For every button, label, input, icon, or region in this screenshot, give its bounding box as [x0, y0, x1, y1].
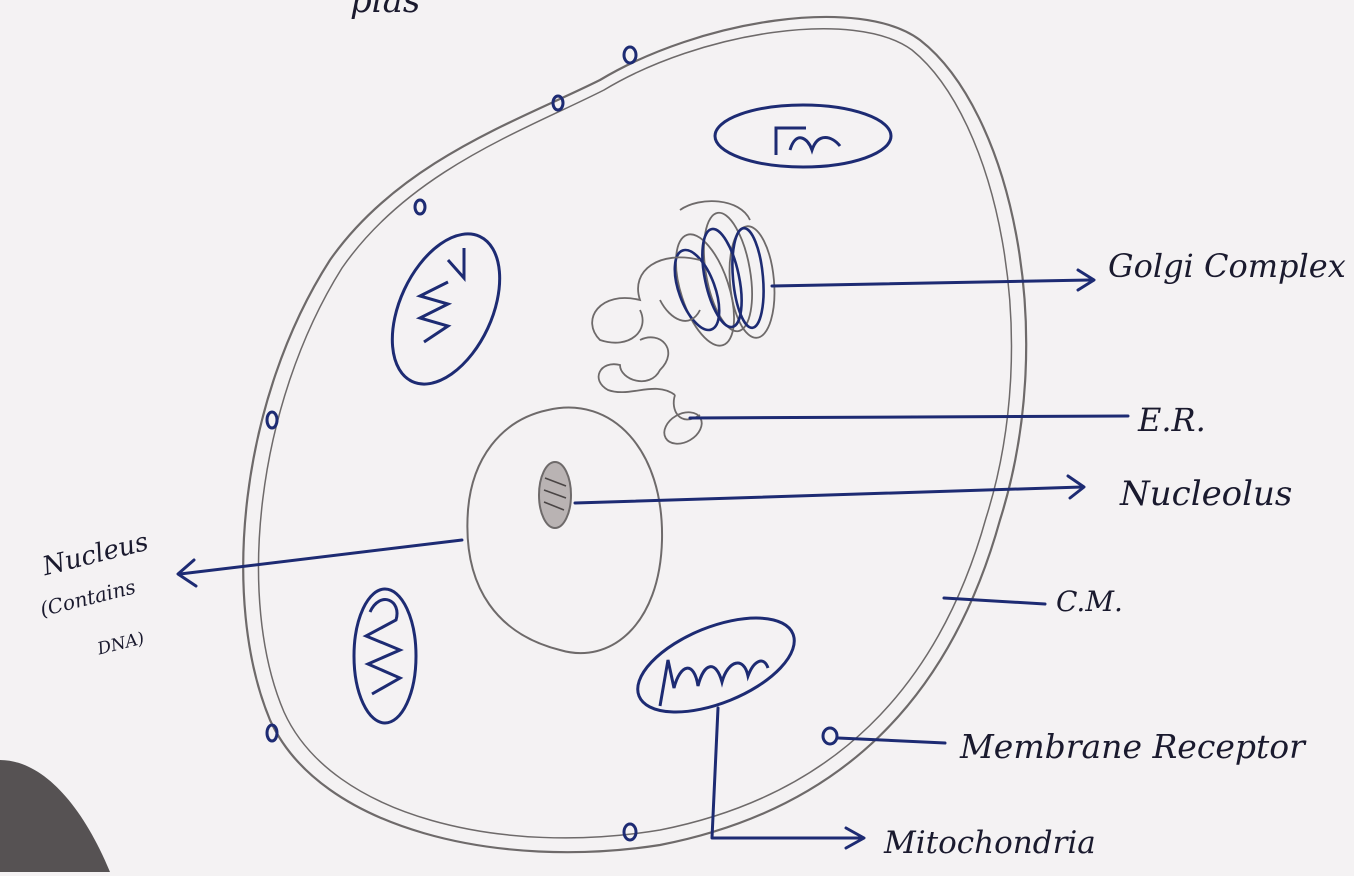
nucleolus [539, 462, 571, 528]
receptor-icon [267, 412, 277, 428]
golgi-leader [772, 280, 1090, 286]
top-fragment-label: plas [350, 0, 420, 18]
er-leader [690, 416, 1128, 418]
mitochondrion-left [371, 217, 522, 401]
receptor-icon [415, 200, 425, 214]
mitochondrion-top-right [715, 105, 891, 167]
cell-membrane [243, 17, 1026, 852]
golgi-label: Golgi Complex [1108, 250, 1346, 282]
cell-membrane-label: C.M. [1056, 588, 1123, 616]
mito-leader [712, 708, 860, 838]
page-shadow [0, 760, 110, 872]
receptor-icon [267, 725, 277, 741]
receptor-icon [624, 824, 636, 840]
nucleus [467, 408, 662, 654]
receptor-icon [553, 96, 563, 110]
golgi-complex [664, 201, 779, 352]
membrane-receptors [267, 47, 837, 840]
membrane-receptor-label: Membrane Receptor [960, 730, 1305, 763]
receptor-icon [823, 728, 837, 744]
mitochondria-label: Mitochondria [884, 828, 1096, 859]
mitochondrion-bottom-left [354, 589, 416, 723]
er-label: E.R. [1138, 404, 1206, 436]
endoplasmic-reticulum [592, 257, 707, 450]
mitochondrion-bottom-center [625, 599, 807, 732]
receptor-icon [624, 47, 636, 63]
cm-leader [944, 598, 1045, 604]
nucleus-leader [180, 540, 462, 574]
nucleolus-label: Nucleolus [1120, 477, 1292, 511]
